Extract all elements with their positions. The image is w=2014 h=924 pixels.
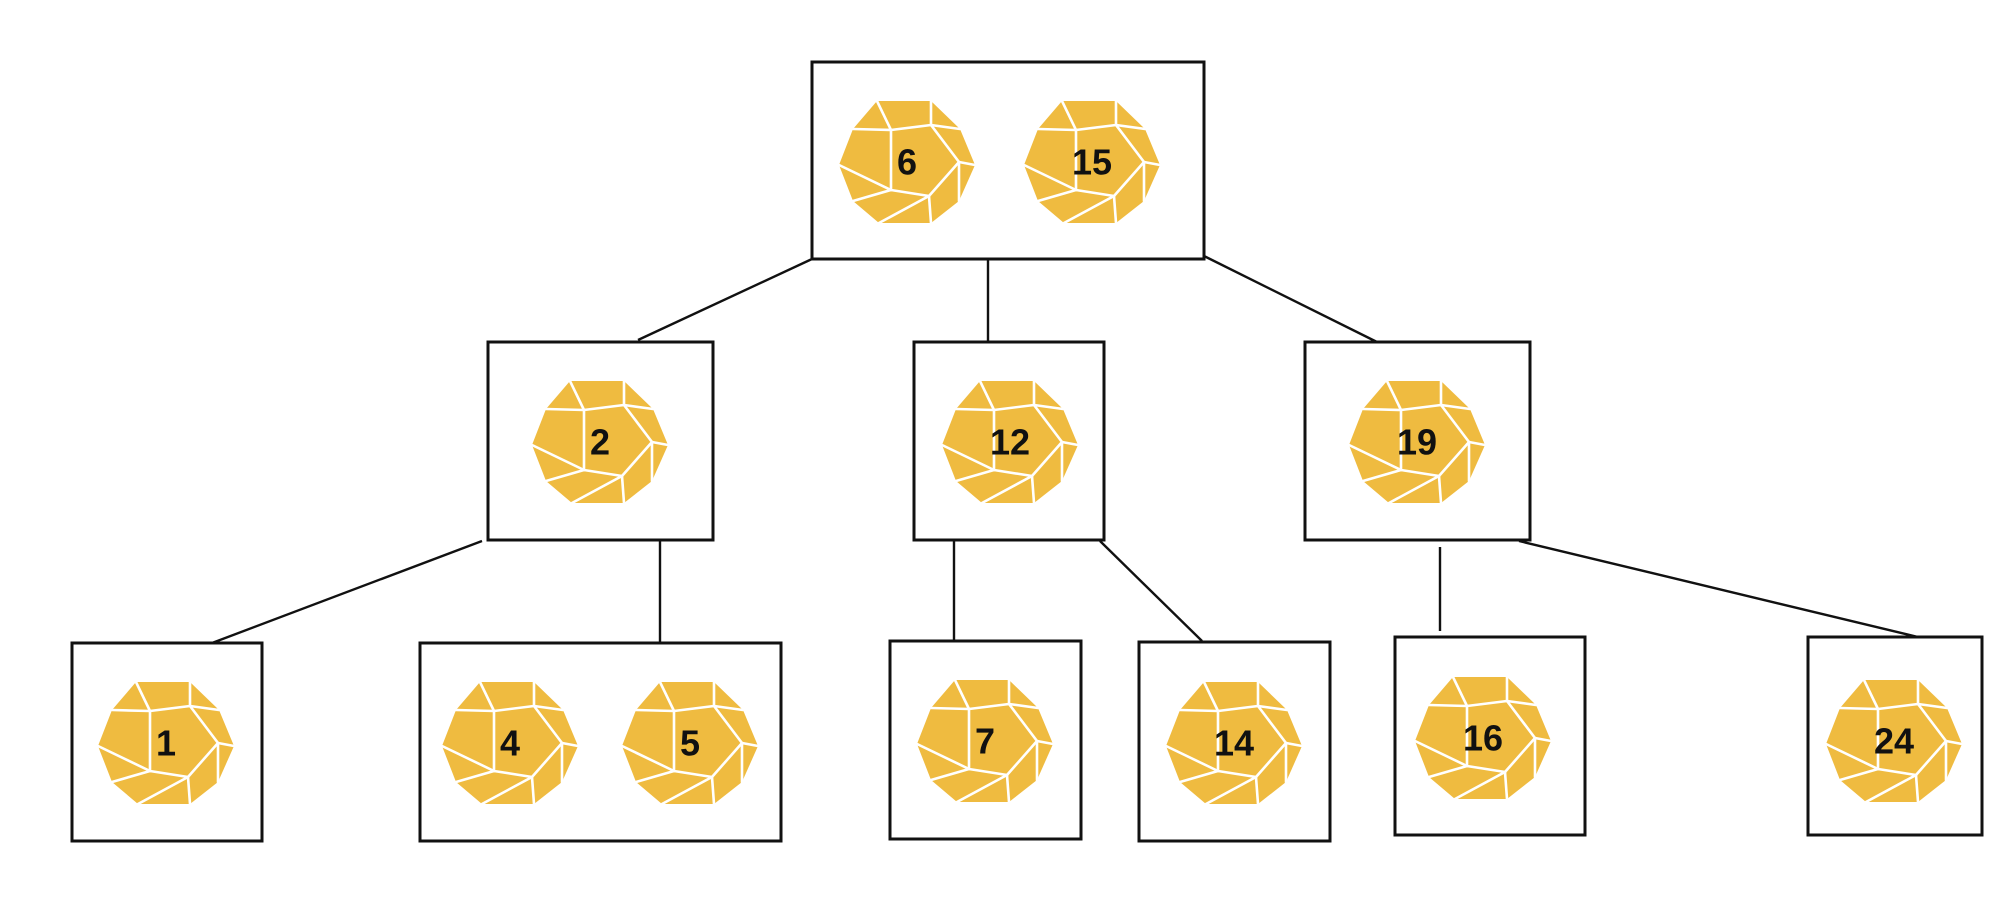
- die-label: 14: [1214, 723, 1254, 764]
- node-root: 6 15: [810, 60, 1206, 261]
- die-15: 15: [1022, 99, 1162, 225]
- node-4-5: 4 5: [418, 641, 783, 843]
- node-1: 1: [70, 641, 264, 843]
- die-label: 19: [1397, 422, 1437, 463]
- tree-edges: [211, 254, 1923, 645]
- die-4: 4: [440, 680, 580, 806]
- node-7: 7: [888, 639, 1083, 841]
- node-2: 2: [486, 340, 715, 542]
- node-12: 12: [912, 340, 1106, 542]
- edge-2-to-1: [211, 539, 483, 645]
- node-16: 16: [1393, 635, 1587, 837]
- die-label: 15: [1072, 142, 1112, 183]
- die-2: 2: [530, 379, 670, 505]
- die-6: 6: [837, 99, 977, 225]
- die-label: 6: [897, 142, 917, 183]
- die-24: 24: [1824, 678, 1964, 804]
- die-5: 5: [620, 680, 760, 806]
- die-12: 12: [940, 379, 1080, 505]
- die-label: 1: [156, 723, 176, 764]
- die-19: 19: [1347, 379, 1487, 505]
- die-1: 1: [96, 680, 236, 806]
- die-label: 4: [500, 723, 520, 764]
- node-19: 19: [1303, 340, 1532, 542]
- node-24: 24: [1806, 635, 1984, 837]
- node-14: 14: [1137, 640, 1332, 843]
- die-14: 14: [1164, 680, 1304, 806]
- edge-root-to-2: [637, 257, 813, 342]
- die-label: 24: [1874, 721, 1914, 762]
- die-label: 5: [680, 723, 700, 764]
- die-label: 7: [975, 721, 995, 762]
- die-16: 16: [1413, 675, 1553, 801]
- die-label: 16: [1463, 718, 1503, 759]
- edge-12-to-14: [1099, 540, 1203, 642]
- edge-root-to-19: [1203, 254, 1380, 345]
- edge-19-to-24: [1518, 539, 1923, 640]
- die-label: 12: [990, 422, 1030, 463]
- die-7: 7: [915, 678, 1055, 804]
- die-label: 2: [590, 422, 610, 463]
